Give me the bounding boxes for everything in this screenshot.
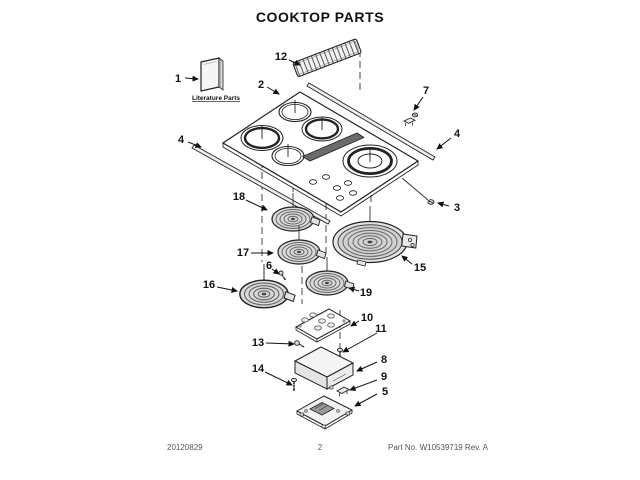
callout-15-leader xyxy=(401,255,413,265)
callout-13-leader xyxy=(265,340,295,347)
callout-7-label: 7 xyxy=(423,85,429,97)
callout-5-leader xyxy=(354,393,378,407)
burner-large-triple xyxy=(342,144,398,178)
control-box xyxy=(293,346,355,390)
callout-4-left-label: 4 xyxy=(178,134,185,146)
callout-10-label: 10 xyxy=(361,312,373,324)
element-19 xyxy=(305,256,355,296)
callout-17-label: 17 xyxy=(237,247,249,259)
callout-8-leader xyxy=(356,361,378,372)
vent-slot xyxy=(302,132,365,162)
page-title: COOKTOP PARTS xyxy=(255,9,385,25)
footer-page-number: 2 xyxy=(317,443,323,452)
callout-19-leader xyxy=(348,286,360,293)
element-17 xyxy=(277,225,327,265)
callout-13-label: 13 xyxy=(252,337,264,349)
callout-9-leader xyxy=(349,379,378,391)
cooktop-glass xyxy=(221,91,420,217)
callout-16-label: 16 xyxy=(203,279,215,291)
screw-3 xyxy=(427,199,435,205)
callout-9-label: 9 xyxy=(381,371,387,383)
callout-4-right-label: 4 xyxy=(454,128,461,140)
vent-grille xyxy=(292,38,362,77)
callout-2-leader xyxy=(266,86,280,95)
callout-1-label: 1 xyxy=(175,73,181,85)
terminal-bracket xyxy=(295,395,354,430)
callout-10-leader xyxy=(350,320,360,327)
burner-left-dual xyxy=(240,125,284,151)
screw-13 xyxy=(294,340,305,348)
burner-top-small xyxy=(278,100,312,123)
callout-5-label: 5 xyxy=(382,386,388,398)
literature-booklet xyxy=(200,57,224,92)
callout-12-leader xyxy=(288,59,301,66)
callout-3-leader xyxy=(437,201,450,208)
indicator-lights xyxy=(308,174,357,201)
callout-12-label: 12 xyxy=(275,51,287,63)
callout-4-right-leader xyxy=(436,137,452,150)
callout-16-leader xyxy=(216,286,238,293)
mount-clip-7 xyxy=(402,112,419,126)
control-board xyxy=(294,308,352,343)
callout-19-label: 19 xyxy=(360,287,372,299)
literature-caption: Literature Parts xyxy=(192,95,240,102)
trim-rail-left xyxy=(191,144,331,225)
callout-18-leader xyxy=(245,199,268,211)
callout-11-label: 11 xyxy=(375,323,387,335)
callout-14-label: 14 xyxy=(252,363,265,375)
callout-6-label: 6 xyxy=(266,260,272,272)
screw-3-leader xyxy=(401,177,429,201)
callout-7-leader xyxy=(413,96,424,111)
screw-14 xyxy=(291,377,297,391)
footer-date: 20120829 xyxy=(167,443,203,452)
trim-rail-right xyxy=(306,82,436,161)
element-15 xyxy=(332,206,418,267)
callout-6-leader xyxy=(271,268,280,275)
callout-2-label: 2 xyxy=(258,79,264,91)
callout-1-leader xyxy=(184,75,199,82)
callout-18-label: 18 xyxy=(233,191,245,203)
callout-15-label: 15 xyxy=(414,262,426,274)
burner-right-dual xyxy=(301,116,343,142)
callout-11-leader xyxy=(342,332,378,353)
screw-6 xyxy=(278,270,287,281)
footer-part-number: Part No. W10539719 Rev. A xyxy=(388,443,488,452)
callout-8-label: 8 xyxy=(381,354,387,366)
callout-14-leader xyxy=(264,371,293,386)
clip-9 xyxy=(336,386,350,397)
callout-3-label: 3 xyxy=(454,202,460,214)
callout-4-left-leader xyxy=(187,141,202,148)
